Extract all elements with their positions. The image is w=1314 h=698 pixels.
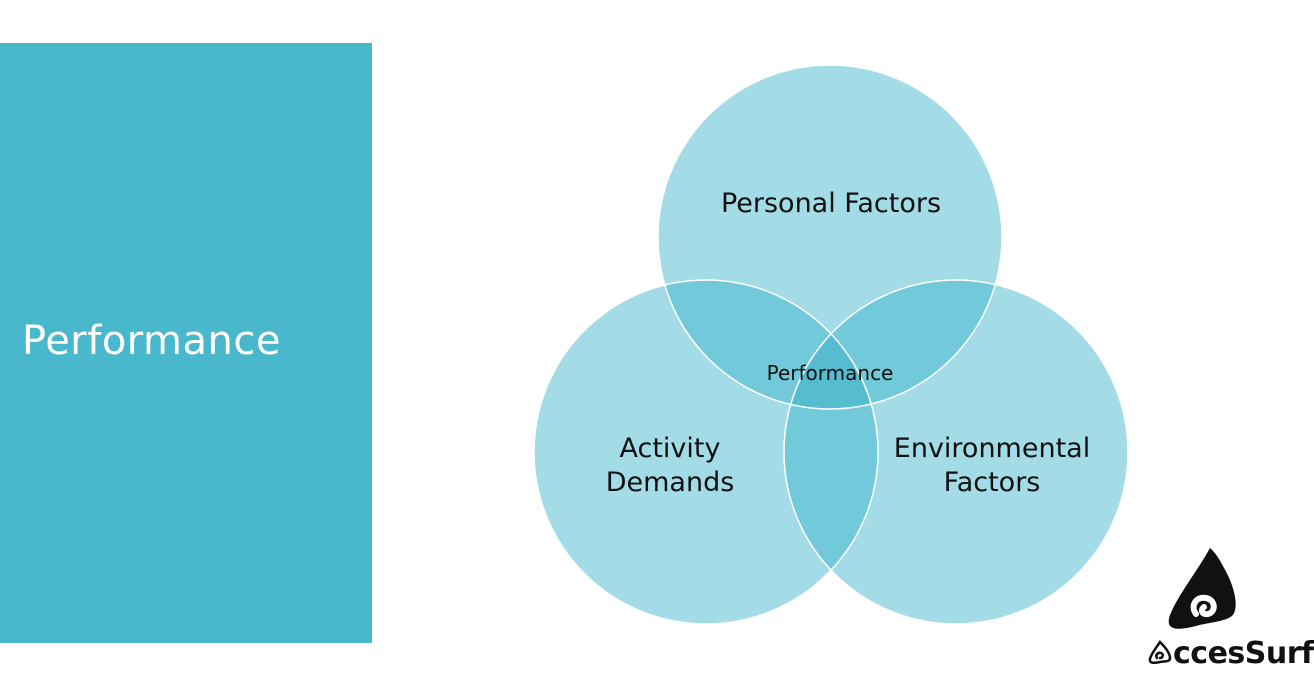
accessurf-logo: [1168, 548, 1236, 629]
slide-title: Performance: [22, 318, 281, 364]
activity-outline: [533, 279, 879, 625]
activity-demands-label-line2: Demands: [606, 467, 735, 498]
overlap-personal-environmental: [784, 280, 1002, 409]
environmental-factors-label-line1: Environmental: [894, 433, 1090, 464]
logo-wordmark-text: ccesSurf: [1173, 636, 1314, 671]
title-panel: [0, 43, 372, 643]
personal-factors-label: Personal Factors: [721, 188, 941, 219]
environmental-outline: [783, 279, 1129, 625]
logo-wave-icon: [1168, 548, 1236, 629]
logo-a-icon: [1147, 639, 1173, 665]
personal-outline: [657, 64, 1003, 410]
accessurf-wordmark: ccesSurf: [1147, 636, 1314, 671]
environmental-factors-label-line2: Factors: [944, 467, 1041, 498]
activity-demands-label-line1: Activity: [620, 433, 721, 464]
overlap-personal-activity: [658, 280, 878, 409]
performance-center-label: Performance: [767, 361, 894, 385]
